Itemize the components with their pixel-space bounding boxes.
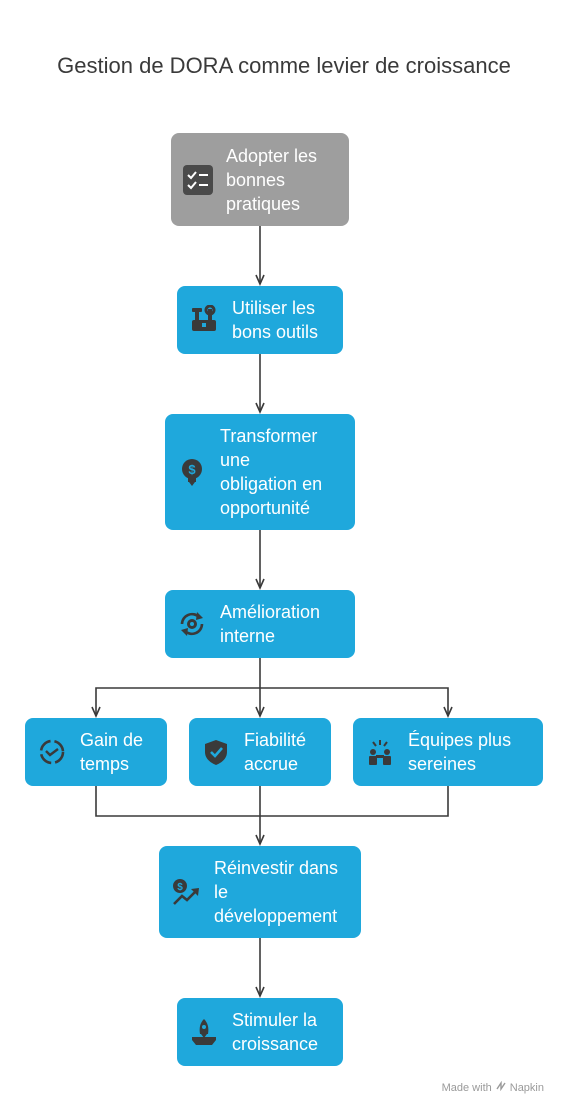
node-label: Fiabilité accrue <box>244 730 307 774</box>
node-adopter-bonnes-pratiques: Adopter les bonnes pratiques <box>171 133 349 226</box>
time-cycle-icon <box>37 737 67 767</box>
node-label: Amélioration interne <box>220 602 321 646</box>
node-label: Stimuler la croissance <box>232 1010 319 1054</box>
connector-gain-merge <box>95 786 260 817</box>
money-growth-icon: $ <box>171 877 201 907</box>
node-fiabilite-accrue: Fiabilité accrue <box>189 718 331 786</box>
svg-text:$: $ <box>188 462 196 477</box>
node-label: Équipes plus sereines <box>408 730 512 774</box>
refresh-gear-icon <box>177 609 207 639</box>
node-gain-de-temps: Gain de temps <box>25 718 167 786</box>
connector-amelioration-equipes <box>260 687 453 718</box>
diagram-title: Gestion de DORA comme levier de croissan… <box>57 53 511 78</box>
node-reinvestir-developpement: $ Réinvestir dans le développement <box>159 846 361 938</box>
shield-check-icon <box>201 737 231 767</box>
node-utiliser-bons-outils: Utiliser les bons outils <box>177 286 343 354</box>
rocket-launch-icon <box>189 1017 219 1047</box>
team-celebration-icon <box>365 737 395 767</box>
node-label: Adopter les bonnes pratiques <box>226 145 318 214</box>
connector-amelioration-gain <box>91 687 260 718</box>
node-stimuler-croissance: Stimuler la croissance <box>177 998 343 1066</box>
toolbox-icon <box>189 305 219 335</box>
credit-prefix: Made with <box>441 1081 492 1094</box>
node-label: Transformer une obligation en opportunit… <box>220 426 323 518</box>
node-equipes-plus-sereines: Équipes plus sereines <box>353 718 543 786</box>
money-lightbulb-icon: $ <box>177 457 207 487</box>
connector-equipes-merge <box>260 786 449 817</box>
credit-brand: Napkin <box>509 1081 544 1094</box>
node-label: Gain de temps <box>80 730 144 774</box>
node-amelioration-interne: Amélioration interne <box>165 590 355 658</box>
napkin-logo-icon <box>496 1080 506 1094</box>
node-label: Utiliser les bons outils <box>232 298 319 342</box>
svg-text:$: $ <box>177 882 183 893</box>
node-label: Réinvestir dans le développement <box>214 858 339 926</box>
node-transformer-obligation: $ Transformer une obligation en opportun… <box>165 414 355 530</box>
checklist-icon <box>183 164 213 195</box>
napkin-credit[interactable]: Made with Napkin <box>441 1080 544 1094</box>
